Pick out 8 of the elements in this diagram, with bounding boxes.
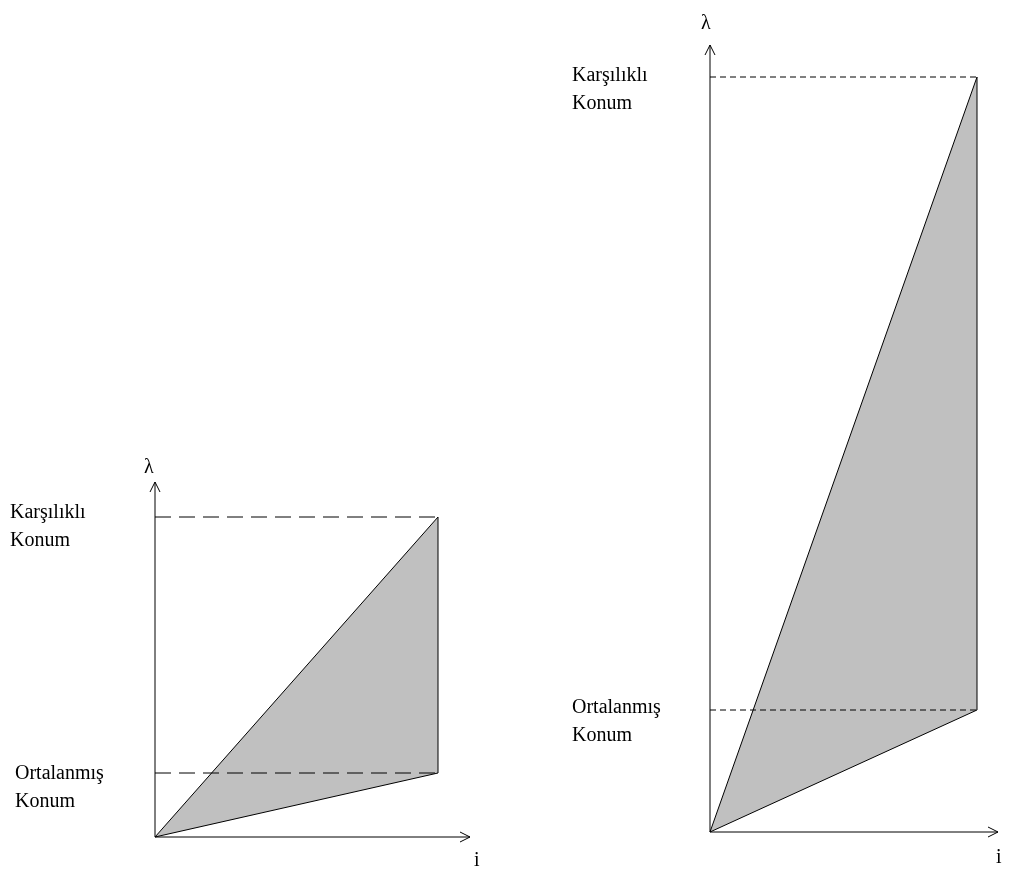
axis-level-label: Ortalanmış Konum: [15, 760, 105, 813]
axis-label: λ: [144, 454, 154, 479]
axis-label: i: [996, 844, 1002, 869]
axis-label: i: [474, 847, 480, 872]
axis-label: λ: [701, 10, 711, 35]
axis-level-label: Karşılıklı Konum: [10, 499, 87, 552]
axis-level-label: Ortalanmış Konum: [572, 694, 662, 747]
axis-level-label: Karşılıklı Konum: [572, 62, 649, 115]
